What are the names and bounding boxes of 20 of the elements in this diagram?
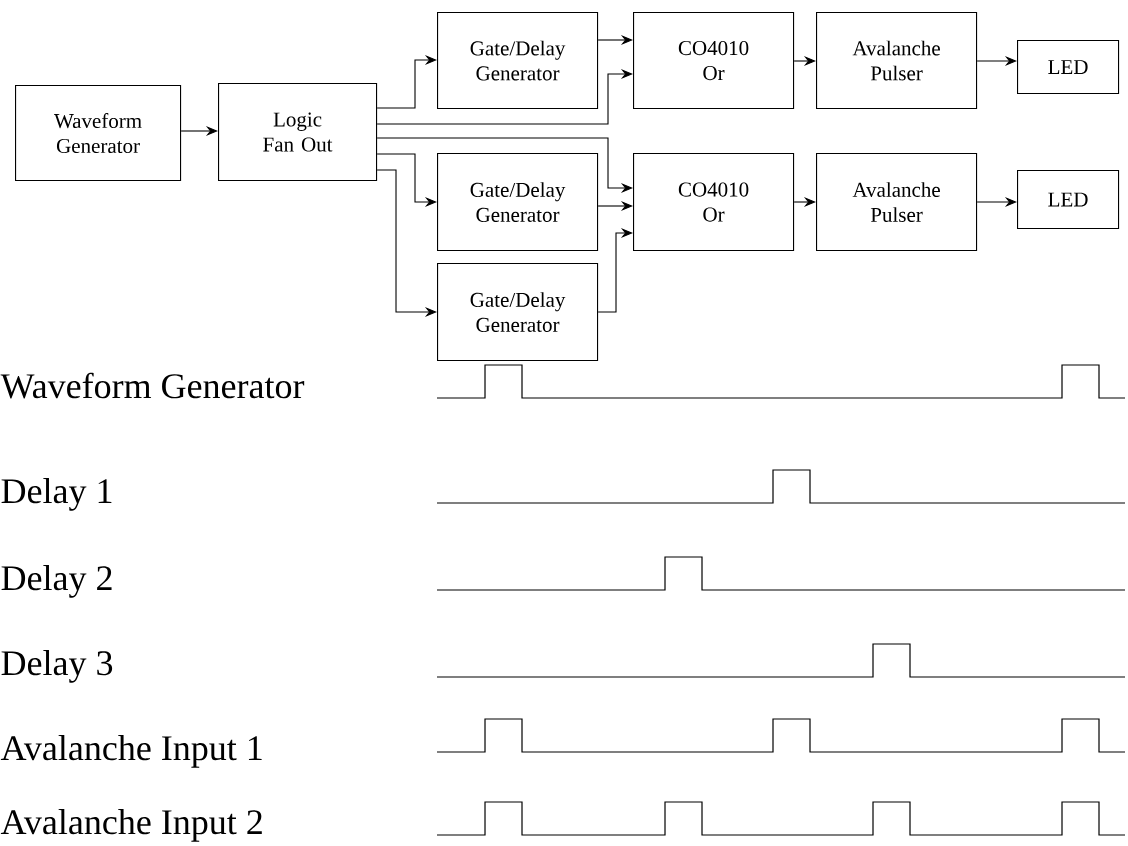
block-box: CO4010 Or — [633, 153, 795, 252]
arrow — [376, 54, 437, 109]
block-box: LED — [1017, 170, 1120, 230]
signal-label: Waveform Generator — [0, 372, 305, 399]
signal-label: Avalanche Input 2 — [0, 809, 262, 842]
block-box: Avalanche Pulser — [816, 153, 978, 252]
block-box: Avalanche Pulser — [816, 12, 978, 110]
arrow — [376, 68, 633, 125]
arrow — [597, 227, 633, 313]
block-box: LED — [1017, 40, 1120, 95]
block-box: Gate/Delay Generator — [437, 153, 599, 252]
block-box: CO4010 Or — [633, 12, 795, 110]
block-box: Waveform Generator — [15, 85, 182, 182]
block-box: Logic Fan Out — [218, 83, 378, 182]
signal-label: Avalanche Input 1 — [0, 735, 262, 768]
block-box: Gate/Delay Generator — [437, 263, 599, 362]
signal-label: Delay 2 — [1, 565, 112, 598]
block-box: Gate/Delay Generator — [437, 12, 599, 110]
signal-label: Delay 1 — [1, 478, 112, 511]
signal-label: Delay 3 — [1, 650, 113, 683]
